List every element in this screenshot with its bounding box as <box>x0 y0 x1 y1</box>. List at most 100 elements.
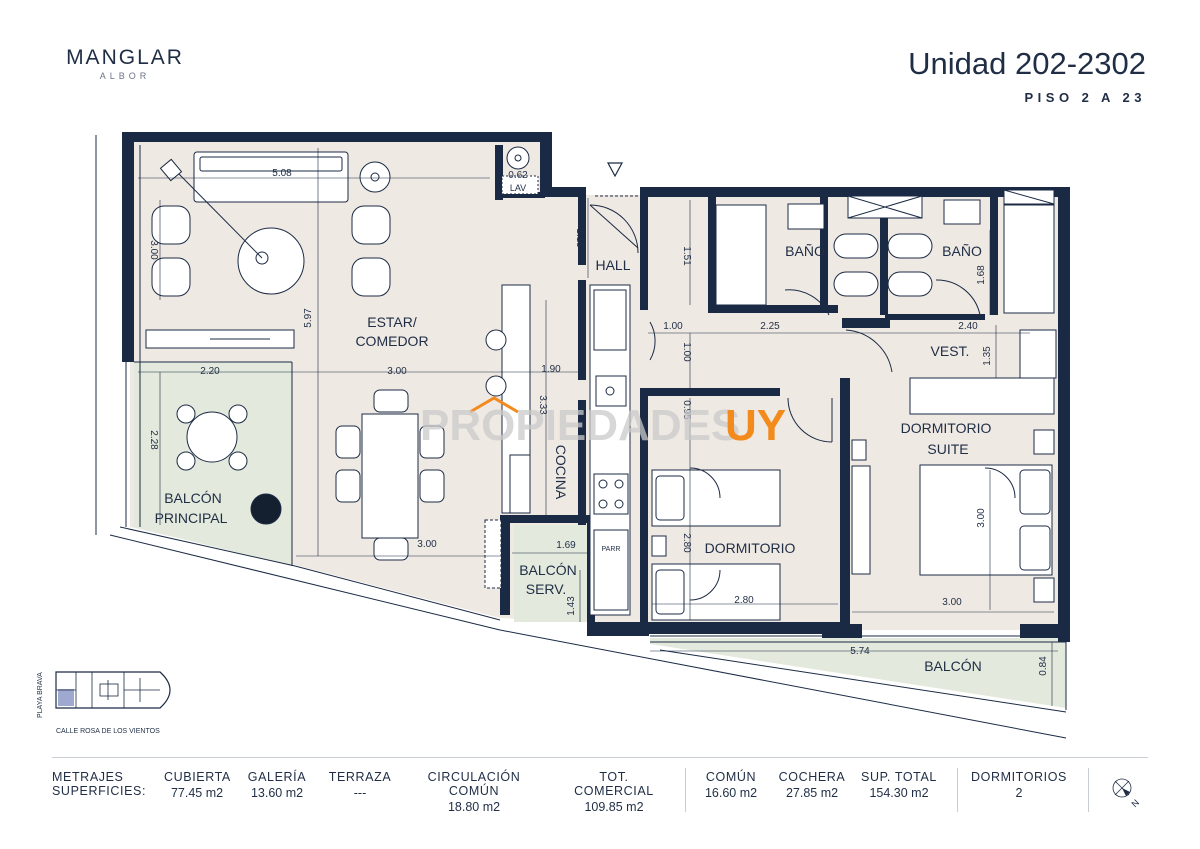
unit-floor: PISO 2 A 23 <box>1024 90 1146 105</box>
area-tot-comercial-value: 109.85 m2 <box>584 800 644 814</box>
footer-heading-1: METRAJES <box>52 770 124 784</box>
footer-separator-1 <box>685 768 686 812</box>
area-terraza-label: TERRAZA <box>328 770 392 784</box>
dim-0-62: 0.62 <box>508 170 528 181</box>
keyplan-side-label: PLAYA BRAVA <box>37 672 44 718</box>
label-bano-1: BAÑO <box>785 243 825 259</box>
area-tot-comercial-label: TOT. COMERCIAL <box>574 770 654 798</box>
keyplan-unit-highlight <box>58 689 74 706</box>
area-circulacion-value: 18.80 m2 <box>447 800 501 814</box>
label-lav: LAV <box>510 183 526 193</box>
dining-chairs <box>335 389 445 561</box>
dimension-lines <box>138 148 1058 706</box>
dim-1-15: 1.15 <box>574 228 585 248</box>
brand-sub: ALBOR <box>99 71 151 81</box>
area-dormitorios-label: DORMITORIOS <box>971 770 1067 784</box>
label-dormitorio: DORMITORIO <box>705 540 796 556</box>
area-terraza-value: --- <box>353 786 367 800</box>
watermark: PROPIEDADES UY <box>420 396 786 450</box>
area-tot-comercial: TOT. COMERCIAL 109.85 m2 <box>560 770 668 814</box>
watermark-roof-icon <box>469 396 519 414</box>
brand-name: MANGLAR <box>66 46 184 69</box>
dim-2-80-a: 2.80 <box>681 533 692 553</box>
area-cubierta-value: 77.45 m2 <box>170 786 224 800</box>
dim-1-00-a: 1.00 <box>663 321 683 332</box>
footer-separator-3 <box>1088 768 1089 812</box>
label-hall: HALL <box>595 257 630 273</box>
dim-3-00-e: 3.00 <box>942 597 962 608</box>
keyplan-outline <box>55 671 171 709</box>
entry-marker <box>606 162 624 178</box>
dim-2-40: 2.40 <box>958 321 978 332</box>
dim-0-84: 0.84 <box>1038 656 1049 676</box>
dim-2-20: 2.20 <box>200 366 220 377</box>
label-suite-1: DORMITORIO <box>901 420 992 436</box>
unit-title: Unidad 202-2302 <box>908 46 1146 81</box>
dining-table <box>361 413 419 539</box>
footer-heading: METRAJES SUPERFICIES: <box>52 770 146 798</box>
label-estar: ESTAR/ <box>367 314 417 330</box>
round-table <box>186 411 238 463</box>
balcony-serv-floor <box>514 525 587 622</box>
dim-1-43: 1.43 <box>566 596 577 616</box>
wardrobe <box>909 377 1055 415</box>
dim-3-00-c: 3.00 <box>417 539 437 550</box>
dim-5-08: 5.08 <box>272 168 292 179</box>
footer-divider <box>52 757 1148 758</box>
label-suite-2: SUITE <box>927 441 968 457</box>
north-compass-icon: N <box>1112 778 1141 808</box>
dim-1-69: 1.69 <box>556 540 576 551</box>
area-galeria: GALERÍA 13.60 m2 <box>242 770 312 800</box>
dim-1-90: 1.90 <box>541 364 561 375</box>
label-cocina: COCINA <box>553 445 569 500</box>
label-balcon-principal-2: PRINCIPAL <box>155 510 228 526</box>
area-cochera: COCHERA 27.85 m2 <box>778 770 846 800</box>
label-comedor: COMEDOR <box>355 333 428 349</box>
footer-areas: METRAJES SUPERFICIES: CUBIERTA 77.45 m2 … <box>52 768 1148 818</box>
dim-1-00-b: 1.00 <box>681 342 692 362</box>
keyplan-street-label: CALLE ROSA DE LOS VIENTOS <box>56 728 160 735</box>
walls <box>122 132 1070 642</box>
area-circulacion: CIRCULACIÓN COMÚN 18.80 m2 <box>406 770 542 814</box>
area-galeria-value: 13.60 m2 <box>250 786 304 800</box>
label-parr: PARR <box>602 546 621 553</box>
doors <box>589 204 1016 601</box>
watermark-text-left: PROPIEDADES <box>420 401 740 450</box>
label-balcon-principal-1: BALCÓN <box>164 490 222 506</box>
dim-2-80-b: 2.80 <box>734 595 754 606</box>
area-galeria-label: GALERÍA <box>247 770 307 784</box>
label-balcon-serv-2: SERV. <box>526 581 566 597</box>
dim-2-25: 2.25 <box>760 321 780 332</box>
area-sup-total: SUP. TOTAL 154.30 m2 <box>860 770 938 800</box>
watermark-text-right: UY <box>725 401 786 450</box>
dim-2-28: 2.28 <box>148 430 159 450</box>
area-cochera-value: 27.85 m2 <box>785 786 839 800</box>
area-cochera-label: COCHERA <box>778 770 846 784</box>
area-dormitorios: DORMITORIOS 2 <box>970 770 1068 800</box>
area-sup-total-value: 154.30 m2 <box>869 786 929 800</box>
area-comun: COMÚN 16.60 m2 <box>698 770 764 800</box>
dim-5-74: 5.74 <box>850 646 870 657</box>
floor-plan: ESTAR/ COMEDOR HALL COCINA BAÑO BAÑO VES… <box>37 132 1070 739</box>
brand-logo: MANGLAR ALBOR <box>58 46 192 81</box>
area-dormitorios-value: 2 <box>1015 786 1023 800</box>
plant <box>250 493 282 525</box>
area-circulacion-label: CIRCULACIÓN COMÚN <box>427 770 521 798</box>
bathtub-1 <box>715 204 767 306</box>
area-comun-value: 16.60 m2 <box>704 786 758 800</box>
dim-0-95: 0.95 <box>681 400 692 420</box>
key-plan: PLAYA BRAVA CALLE ROSA DE LOS VIENTOS <box>37 671 171 735</box>
label-balcon-serv-1: BALCÓN <box>519 562 577 578</box>
area-cubierta: CUBIERTA 77.45 m2 <box>164 770 230 800</box>
dim-3-00-b: 3.00 <box>387 366 407 377</box>
area-terraza: TERRAZA --- <box>328 770 392 800</box>
area-cubierta-label: CUBIERTA <box>164 770 231 784</box>
footer-heading-2: SUPERFICIES: <box>52 784 147 798</box>
dim-3-00-a: 3.00 <box>148 240 159 260</box>
dim-3-33: 3.33 <box>537 395 548 415</box>
label-vest: VEST. <box>931 343 970 359</box>
dimension-labels: 5.08 0.62 3.00 5.97 2.20 3.00 1.90 2.28 … <box>148 168 1049 676</box>
compass-letter: N <box>1129 797 1141 808</box>
bathtub-2 <box>1003 204 1055 314</box>
dim-3-00-d: 3.00 <box>976 508 987 528</box>
